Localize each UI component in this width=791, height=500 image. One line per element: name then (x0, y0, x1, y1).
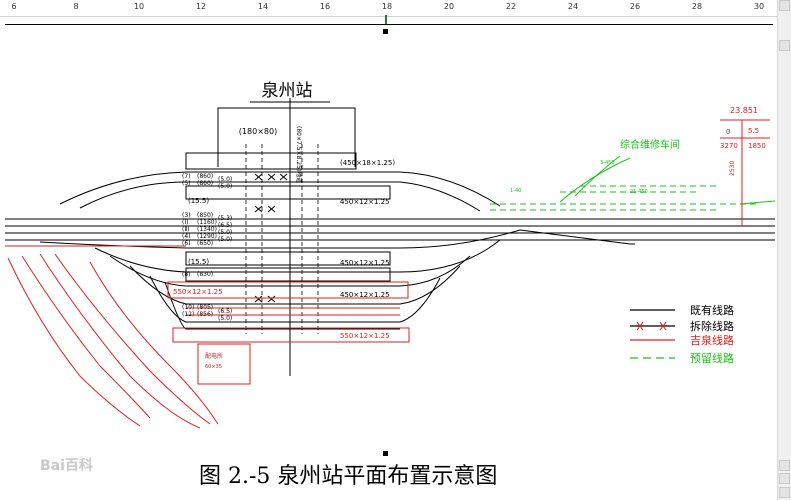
ruler-tick: 10 (133, 2, 145, 11)
legend-label: 预留线路 (690, 351, 734, 365)
track-label: (7) (182, 173, 191, 180)
red-platform-label: 550×12×1.25 (340, 332, 390, 340)
track-label: (Ⅱ) (182, 226, 190, 233)
platform-size-label: 450×12×1.25 (340, 198, 390, 206)
elevation-left: 0 (726, 128, 730, 136)
maint-track-label: 1-40 (510, 188, 521, 194)
elevation-top: 23.851 (730, 106, 758, 115)
vertical-scrollbar[interactable] (777, 0, 791, 500)
spacing-label: (5.0) (218, 236, 232, 243)
ruler-tick: 18 (381, 2, 393, 11)
track-value: (860) (197, 173, 213, 180)
underpass-note: (80×7.5×8.25)地道 (295, 126, 303, 183)
platform-size-label: 450×12×1.25 (340, 291, 390, 299)
platform-size-label: 450×12×1.25 (340, 259, 390, 267)
track-label: (6) (182, 240, 191, 247)
scroll-page-down-button[interactable] (779, 473, 790, 484)
station-building (185, 98, 357, 376)
track-value: (1160) (197, 219, 217, 226)
ruler-tick: 24 (567, 2, 579, 11)
ruler-tick: 28 (691, 2, 703, 11)
horizontal-ruler: 6 8 10 12 14 16 18 20 22 24 26 28 30 (0, 0, 778, 25)
spacing-label: (5.0) (218, 176, 232, 183)
legend-label: 吉泉线路 (690, 333, 734, 347)
elevation-bottom-left: 3270 (720, 142, 738, 150)
reserved-tracks (490, 155, 776, 211)
elevation-marker (720, 119, 770, 226)
ruler-tick: 26 (629, 2, 641, 11)
elevation-bottom-right: 1850 (748, 142, 766, 150)
platforms (185, 185, 391, 282)
track-value: (650) (197, 240, 213, 247)
scroll-page-up-button[interactable] (779, 460, 790, 471)
track-value: (830) (197, 271, 213, 278)
demolished-markers (254, 173, 288, 303)
elevation-vertical: 2530 (729, 161, 736, 176)
spacing-label: (5.0) (218, 229, 232, 236)
ruler-tick: 16 (319, 2, 331, 11)
station-name: 泉州站 (262, 81, 313, 101)
watermark: Bai百科 (40, 458, 93, 474)
red-platform-label: 550×12×1.25 (173, 288, 223, 296)
track-label: (3) (182, 212, 191, 219)
spacing-label: (6.5) (218, 308, 232, 315)
jiquan-tracks (5, 245, 410, 429)
station-layout-figure[interactable]: 泉州站 (180×80) (80×7.5×8.25)地道 (450×18×1.2… (0, 26, 778, 446)
scroll-thumb[interactable] (779, 40, 790, 51)
substation-size: 60×35 (205, 364, 222, 370)
ruler-tick: 12 (195, 2, 207, 11)
spacing-label: (5.0) (218, 183, 232, 190)
track-label: (Ⅰ) (182, 219, 188, 226)
legend: 既有线路 拆除线路 吉泉线路 预留线路 (630, 303, 734, 365)
building-size-label: (180×80) (239, 127, 277, 136)
spacing-label: (5.0) (218, 315, 232, 322)
maint-track-label: 21-450 (630, 189, 648, 195)
ruler-tick: 22 (505, 2, 517, 11)
platform-width-label: (15.5) (188, 258, 209, 266)
legend-label: 拆除线路 (690, 319, 734, 333)
text-anchor-marker (383, 451, 388, 456)
page-top-border (5, 24, 773, 25)
ruler-tick: 20 (443, 2, 455, 11)
track-value: (860) (197, 180, 213, 187)
indent-marker-handle[interactable] (385, 15, 387, 25)
spacing-label: (5.3) (218, 215, 232, 222)
elevation-right: 5.5 (748, 127, 759, 135)
maintenance-workshop-label: 综合维修车间 (620, 138, 680, 151)
track-label: (8) (182, 271, 191, 278)
track-value: (1340) (197, 226, 217, 233)
text-anchor-marker (383, 29, 388, 34)
existing-tracks (5, 171, 775, 330)
ruler-tick: 14 (257, 2, 269, 11)
platform-size-label: (450×18×1.25) (340, 159, 395, 167)
underpass-outline (245, 144, 319, 334)
track-label: (4) (182, 233, 191, 240)
ruler-tick: 8 (73, 2, 79, 11)
track-value: (1290) (197, 233, 217, 240)
ruler-tick: 6 (11, 2, 17, 11)
scroll-up-button[interactable] (779, 0, 790, 11)
figure-caption[interactable]: 图 2.-5 泉州站平面布置示意图 (199, 464, 498, 489)
track-value: (850) (197, 212, 213, 219)
spacing-label: (6.5) (218, 222, 232, 229)
scroll-down-button[interactable] (779, 487, 790, 498)
legend-x-marks (636, 321, 667, 331)
legend-label: 既有线路 (690, 303, 734, 317)
substation-label: 配电所 (205, 352, 223, 360)
platform-width-label: (15.5) (188, 197, 209, 205)
ruler-tick: 30 (753, 2, 765, 11)
maint-track-label: 3-450 (600, 160, 615, 166)
track-label: (5) (182, 180, 191, 187)
